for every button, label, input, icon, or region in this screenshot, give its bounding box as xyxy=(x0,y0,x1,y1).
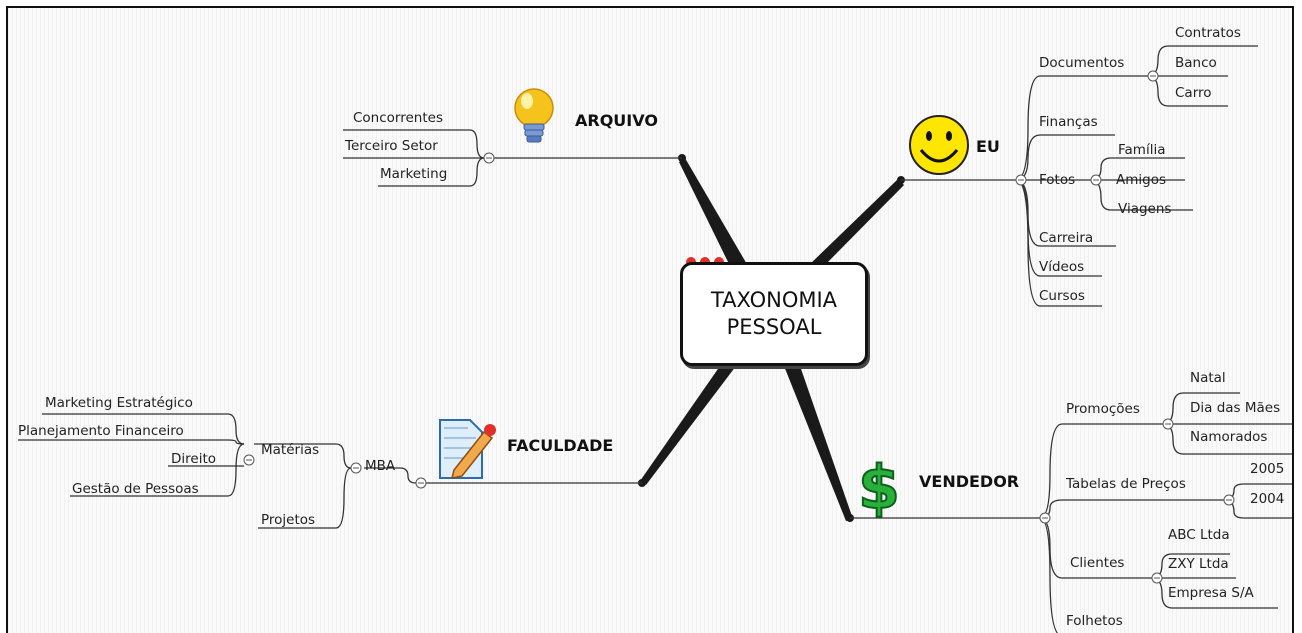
topic-arquivo[interactable]: ARQUIVO xyxy=(575,111,658,130)
branch-eu xyxy=(808,179,904,266)
topic-planejamento-financeiro[interactable]: Planejamento Financeiro xyxy=(18,423,184,439)
topic-promocoes[interactable]: Promoções xyxy=(1066,401,1140,417)
topic-financas[interactable]: Finanças xyxy=(1039,114,1098,130)
topic-documentos[interactable]: Documentos xyxy=(1039,55,1125,71)
topic-gestao-de-pessoas[interactable]: Gestão de Pessoas xyxy=(72,481,199,497)
topic-direito[interactable]: Direito xyxy=(171,451,217,467)
topic-contratos[interactable]: Contratos xyxy=(1175,25,1241,41)
topic-projetos[interactable]: Projetos xyxy=(261,512,316,528)
topic-fotos[interactable]: Fotos xyxy=(1039,172,1076,188)
topic-folhetos[interactable]: Folhetos xyxy=(1066,613,1123,629)
topic-amigos[interactable]: Amigos xyxy=(1116,172,1166,188)
branch-vendedor xyxy=(784,366,853,521)
main-branches xyxy=(640,158,904,521)
topic-mba[interactable]: MBA xyxy=(365,458,396,474)
topic-clientes[interactable]: Clientes xyxy=(1070,555,1125,571)
dollar-icon: $ xyxy=(857,452,901,524)
topic-abc-ltda[interactable]: ABC Ltda xyxy=(1168,527,1230,543)
topic-marketing[interactable]: Marketing xyxy=(380,166,448,182)
topic-2004[interactable]: 2004 xyxy=(1250,491,1285,507)
topic-namorados[interactable]: Namorados xyxy=(1190,429,1268,445)
central-topic-line1: TAXONOMIA xyxy=(710,288,838,312)
topic-zxy-ltda[interactable]: ZXY Ltda xyxy=(1168,556,1229,572)
branch-faculdade xyxy=(640,366,736,485)
central-topic-line2: PESSOAL xyxy=(726,315,822,339)
mind-map-canvas: $ TAXONOMIA PESSOAL ARQUIVO Concorrentes… xyxy=(6,6,1294,633)
topic-viagens[interactable]: Viagens xyxy=(1118,201,1172,217)
topic-concorrentes[interactable]: Concorrentes xyxy=(353,110,443,126)
topic-videos[interactable]: Vídeos xyxy=(1039,259,1085,275)
topic-dia-das-maes[interactable]: Dia das Mães xyxy=(1190,400,1281,416)
branch-arquivo xyxy=(679,158,748,266)
topic-eu[interactable]: EU xyxy=(976,137,1000,156)
topic-materias[interactable]: Matérias xyxy=(261,442,320,458)
topic-carreira[interactable]: Carreira xyxy=(1039,230,1094,246)
topic-terceiro-setor[interactable]: Terceiro Setor xyxy=(345,138,438,154)
topic-tabelas-de-precos[interactable]: Tabelas de Preços xyxy=(1066,476,1186,492)
topic-carro[interactable]: Carro xyxy=(1175,85,1212,101)
central-topic[interactable]: TAXONOMIA PESSOAL xyxy=(680,262,868,366)
connector-lines: $ xyxy=(18,45,1292,633)
topic-banco[interactable]: Banco xyxy=(1175,55,1217,71)
topic-empresa-sa[interactable]: Empresa S/A xyxy=(1168,585,1254,601)
smiley-icon xyxy=(909,115,969,175)
topic-natal[interactable]: Natal xyxy=(1190,370,1226,386)
topic-marketing-estrategico[interactable]: Marketing Estratégico xyxy=(45,395,193,411)
svg-text:$: $ xyxy=(858,453,900,523)
topic-faculdade[interactable]: FACULDADE xyxy=(507,436,614,455)
document-pencil-icon xyxy=(439,419,496,479)
topic-2005[interactable]: 2005 xyxy=(1250,461,1285,477)
lightbulb-icon xyxy=(514,88,554,143)
topic-vendedor[interactable]: VENDEDOR xyxy=(919,472,1020,491)
topic-cursos[interactable]: Cursos xyxy=(1039,288,1085,304)
topic-familia[interactable]: Família xyxy=(1118,142,1166,158)
